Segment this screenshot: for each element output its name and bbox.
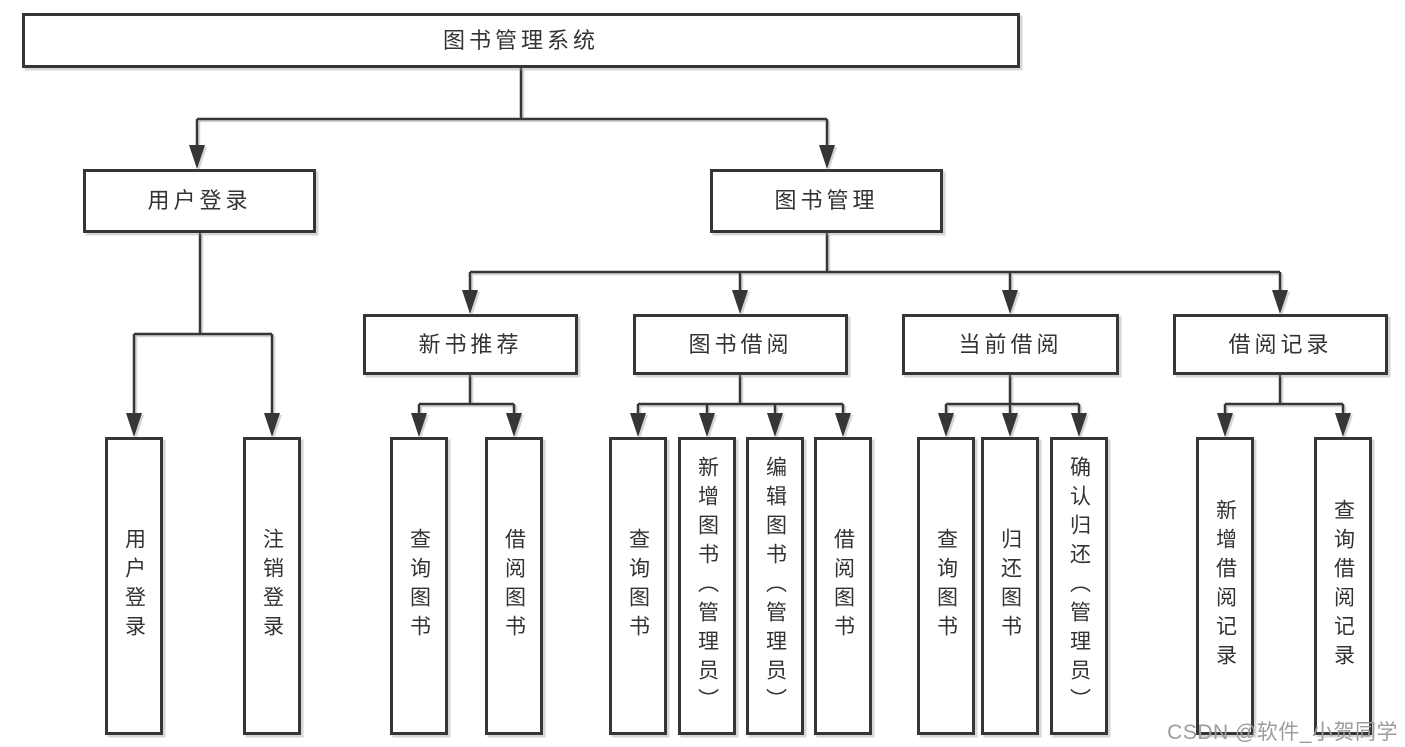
leaf-recommend-query-books: 查询图书 — [390, 437, 448, 735]
node-book-management: 图书管理 — [710, 169, 943, 233]
leaf-borrowing-add-books-admin: 新增图书（管理员） — [678, 437, 736, 735]
node-book-borrowing: 图书借阅 — [633, 314, 848, 375]
connector-main — [124, 66, 1353, 439]
leaf-current-confirm-return-admin: 确认归还（管理员） — [1050, 437, 1108, 735]
node-label: 图书管理 — [774, 188, 879, 213]
leaf-label: 归还图书 — [998, 528, 1022, 644]
node-label: 当前借阅 — [958, 331, 1063, 357]
node-user-login: 用户登录 — [83, 169, 316, 233]
leaf-label: 新增图书（管理员） — [695, 455, 719, 717]
leaf-label: 编辑图书（管理员） — [763, 455, 787, 717]
node-label: 图书借阅 — [688, 331, 793, 357]
leaf-label: 确认归还（管理员） — [1067, 455, 1091, 717]
leaf-label: 查询图书 — [934, 528, 958, 644]
leaf-records-add-record: 新增借阅记录 — [1196, 437, 1254, 735]
leaf-label: 新增借阅记录 — [1213, 499, 1237, 673]
node-borrowing-records: 借阅记录 — [1173, 314, 1388, 375]
leaf-label: 查询图书 — [626, 528, 650, 644]
leaf-label: 用户登录 — [122, 528, 146, 644]
leaf-current-query-books: 查询图书 — [917, 437, 975, 735]
leaf-borrowing-borrow-books: 借阅图书 — [814, 437, 872, 735]
leaf-user-login: 用户登录 — [105, 437, 163, 735]
leaf-label: 查询图书 — [407, 528, 431, 644]
leaf-borrowing-edit-books-admin: 编辑图书（管理员） — [746, 437, 804, 735]
node-label: 图书管理系统 — [442, 27, 599, 53]
node-label: 新书推荐 — [418, 331, 523, 357]
leaf-label: 借阅图书 — [831, 528, 855, 644]
node-label: 借阅记录 — [1228, 331, 1333, 357]
csdn-watermark: CSDN @软件_小贺同学 — [1167, 721, 1398, 744]
node-new-book-recommendation: 新书推荐 — [363, 314, 578, 375]
node-current-borrowing: 当前借阅 — [902, 314, 1119, 375]
leaf-label: 查询借阅记录 — [1331, 499, 1355, 673]
leaf-label: 注销登录 — [260, 528, 284, 644]
leaf-logout: 注销登录 — [243, 437, 301, 735]
leaf-label: 借阅图书 — [502, 528, 526, 644]
leaf-recommend-borrow-books: 借阅图书 — [485, 437, 543, 735]
node-label: 用户登录 — [147, 188, 252, 213]
leaf-current-return-books: 归还图书 — [981, 437, 1039, 735]
node-library-management-system: 图书管理系统 — [22, 13, 1020, 68]
leaf-records-query-record: 查询借阅记录 — [1314, 437, 1372, 735]
leaf-borrowing-query-books: 查询图书 — [609, 437, 667, 735]
